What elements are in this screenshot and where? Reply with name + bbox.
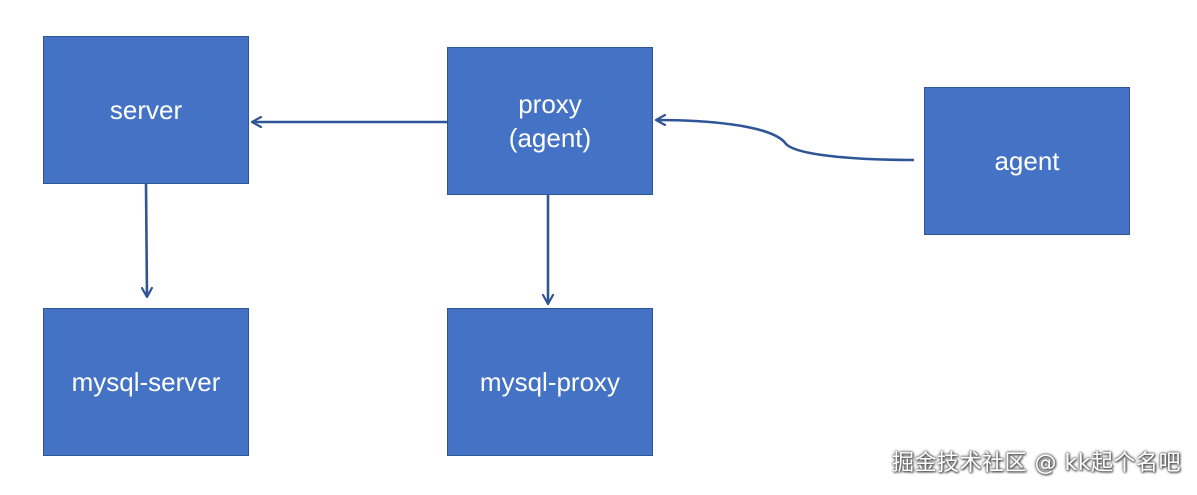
- node-proxy: proxy (agent): [447, 47, 653, 195]
- node-proxy-label: proxy: [518, 89, 582, 119]
- node-mysql-server: mysql-server: [43, 308, 249, 456]
- node-agent-label: agent: [994, 146, 1060, 176]
- node-server: server: [43, 36, 249, 184]
- edge-agent-to-proxy: [656, 120, 915, 162]
- node-mysql-proxy: mysql-proxy: [447, 308, 653, 456]
- node-mysql-server-label: mysql-server: [71, 367, 221, 397]
- node-agent: agent: [924, 87, 1130, 235]
- node-mysql-proxy-label: mysql-proxy: [479, 367, 621, 397]
- node-proxy-sublabel: (agent): [508, 123, 592, 153]
- watermark: 掘金技术社区 @ kk起个名吧: [892, 451, 1181, 476]
- edge-server-to-mysql-server: [146, 183, 147, 297]
- node-server-label: server: [109, 95, 183, 125]
